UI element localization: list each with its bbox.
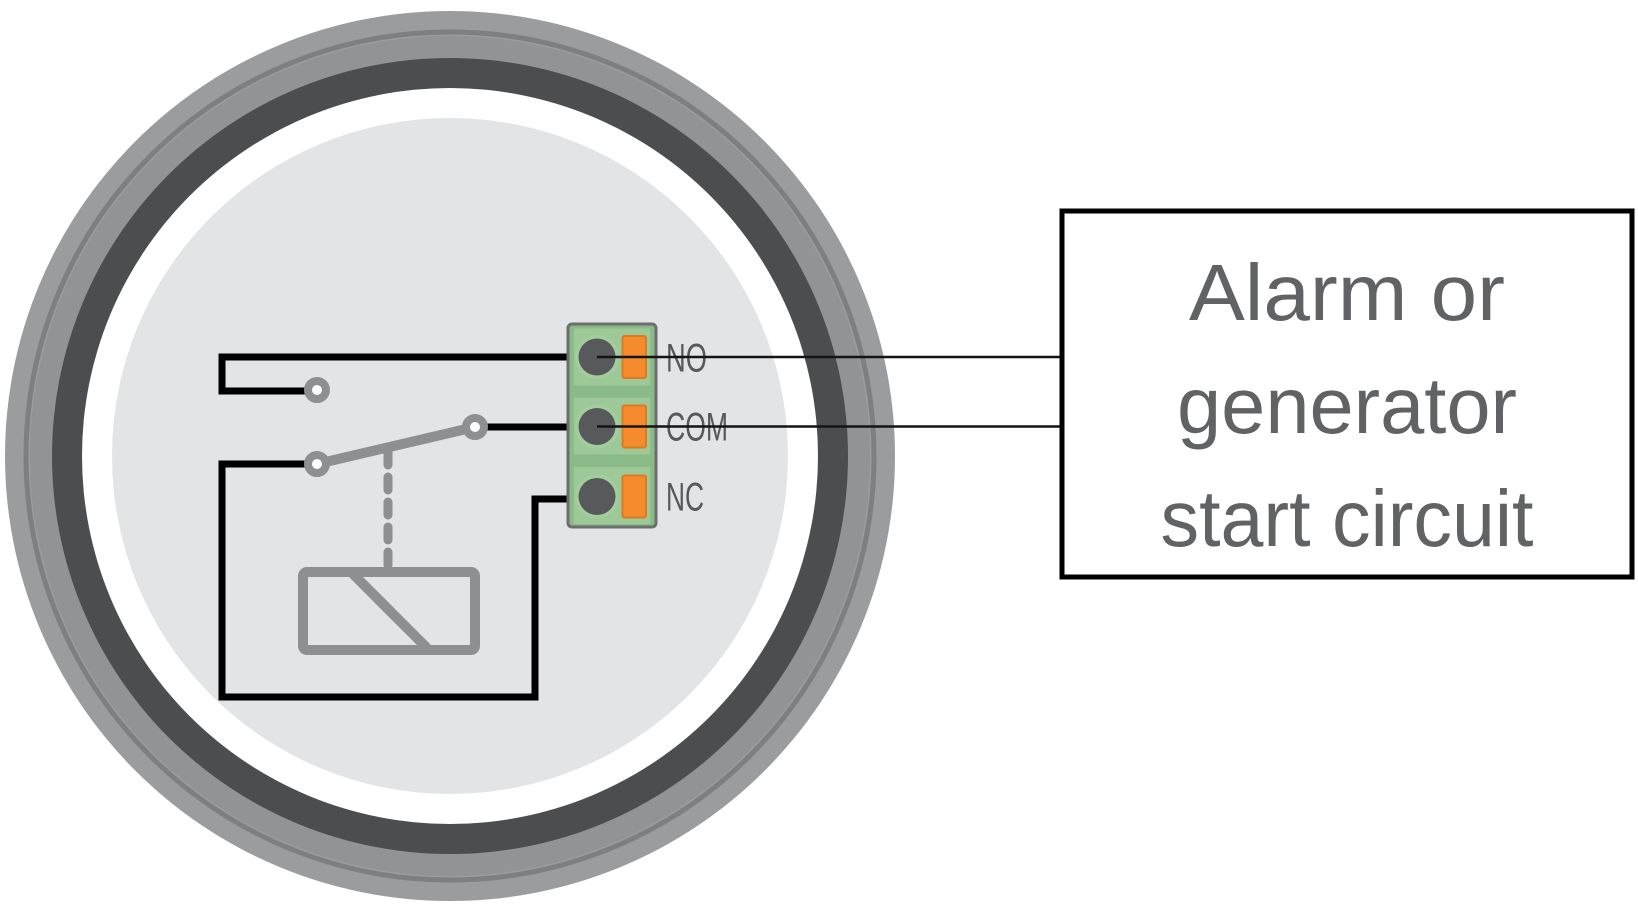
- device-body: [5, 11, 895, 901]
- relay-schematic: [218, 353, 598, 701]
- pivot-contact-point: [304, 451, 330, 477]
- terminal-label-no: NO: [666, 337, 707, 381]
- external-circuit-box: Alarm or generator start circuit: [1059, 208, 1635, 580]
- external-circuit-box-frame: [1059, 208, 1635, 580]
- terminal-lever-nc: [621, 474, 647, 519]
- no-contact-point: [304, 377, 330, 403]
- device-ring-groove: [23, 29, 877, 883]
- moving-contact-point: [462, 414, 488, 440]
- external-circuit-label-line-3: start circuit: [1161, 474, 1534, 563]
- external-wires: [597, 355, 1062, 428]
- relay-switch-arm: [315, 422, 477, 469]
- external-circuit-label-line-1: Alarm or: [1189, 248, 1505, 337]
- no-wire: [218, 353, 598, 395]
- external-circuit-label-line-2: generator: [1177, 361, 1517, 450]
- device-face: [112, 118, 788, 794]
- relay-coil: [298, 567, 480, 655]
- nc-wire: [218, 460, 572, 701]
- terminal-label-nc: NC: [666, 476, 704, 520]
- terminal-hole-nc: [578, 478, 616, 515]
- relay-coil-diagonal: [349, 570, 431, 652]
